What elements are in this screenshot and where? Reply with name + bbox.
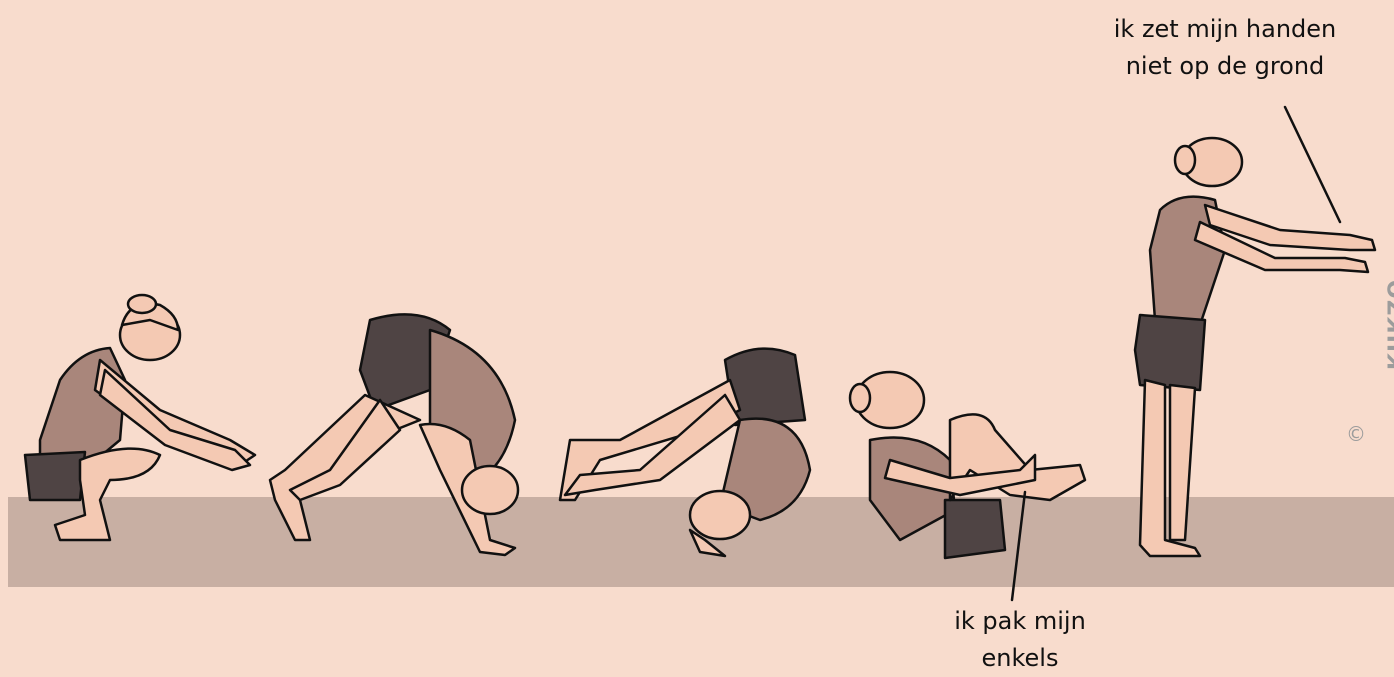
watermark: © [1340, 290, 1384, 450]
watermark-brand: KIJKZO [1385, 279, 1394, 370]
caption-hands: ik zet mijn handen niet op de grond [1090, 11, 1360, 85]
figure-stand-up [1135, 138, 1375, 556]
copyright-icon: © [1346, 422, 1366, 446]
caption-hands-line-1: ik zet mijn handen [1090, 11, 1360, 48]
figure-sit-grab-ankles [850, 372, 1085, 558]
figure-tuck-start [270, 314, 518, 555]
figure-rolling [560, 349, 810, 556]
caption-ankles: ik pak mijn enkels [920, 603, 1120, 677]
pointer-line-ankles [1012, 492, 1025, 600]
caption-ankles-line-1: ik pak mijn [920, 603, 1120, 640]
caption-hands-line-2: niet op de grond [1090, 48, 1360, 85]
pointer-line-hands [1285, 107, 1340, 222]
caption-ankles-line-2: enkels [920, 640, 1120, 677]
figure-squat [25, 295, 255, 540]
